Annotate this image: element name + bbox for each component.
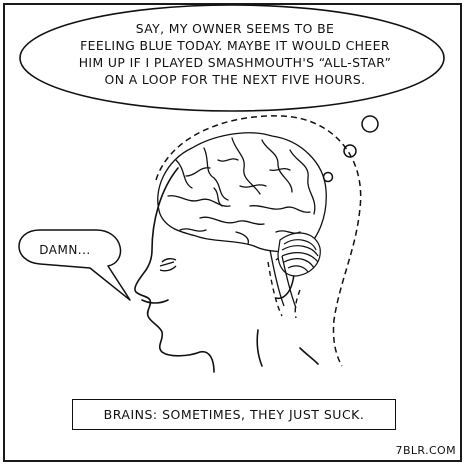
panel-border	[3, 3, 462, 462]
brain-stem	[269, 249, 297, 309]
thought-dot-medium	[343, 144, 357, 158]
caption-text: BRAINS: SOMETIMES, THEY JUST SUCK.	[103, 407, 365, 422]
speech-bubble-text: DAMN...	[39, 243, 91, 257]
brain-stem-outline	[267, 261, 301, 319]
head-profile	[134, 167, 319, 373]
eye	[159, 257, 177, 272]
brain	[157, 132, 327, 253]
skull-outline	[155, 115, 362, 367]
site-credit: 7BLR.COM	[395, 444, 456, 457]
thought-dot-large	[361, 115, 379, 133]
thought-bubble	[19, 4, 445, 112]
speech-bubble	[18, 229, 131, 301]
thought-bubble-text: SAY, MY OWNER SEEMS TO BE FEELING BLUE T…	[78, 21, 392, 87]
caption-box: BRAINS: SOMETIMES, THEY JUST SUCK.	[72, 399, 396, 430]
cerebellum	[277, 232, 321, 277]
